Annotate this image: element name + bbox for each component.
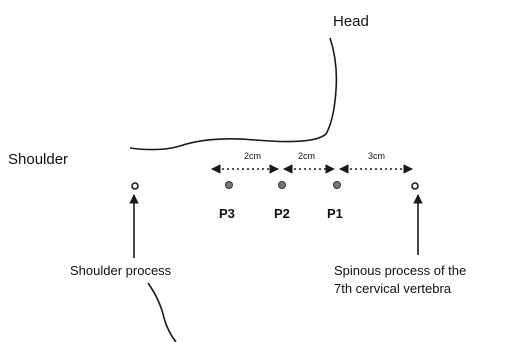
point-p2 — [279, 182, 286, 189]
point-p1 — [334, 182, 341, 189]
c7-spinous-process-point — [412, 183, 418, 189]
distance-label-p2-p1: 2cm — [298, 151, 315, 161]
distance-label-p3-p2: 2cm — [244, 151, 261, 161]
head-label: Head — [333, 13, 369, 30]
shoulder-process-label: Shoulder process — [70, 263, 172, 278]
point-label-p1: P1 — [327, 206, 343, 221]
spinous-process-label-line2: 7th cervical vertebra — [334, 281, 452, 296]
point-label-p2: P2 — [274, 206, 290, 221]
arm-outline — [148, 283, 176, 342]
point-p3 — [226, 182, 233, 189]
shoulder-process-point — [132, 183, 138, 189]
distance-label-p1-c7: 3cm — [368, 151, 385, 161]
point-label-p3: P3 — [219, 206, 235, 221]
shoulder-label: Shoulder — [8, 151, 68, 168]
spinous-process-label-line1: Spinous process of the — [334, 263, 466, 278]
head-neck-outline — [130, 38, 336, 150]
